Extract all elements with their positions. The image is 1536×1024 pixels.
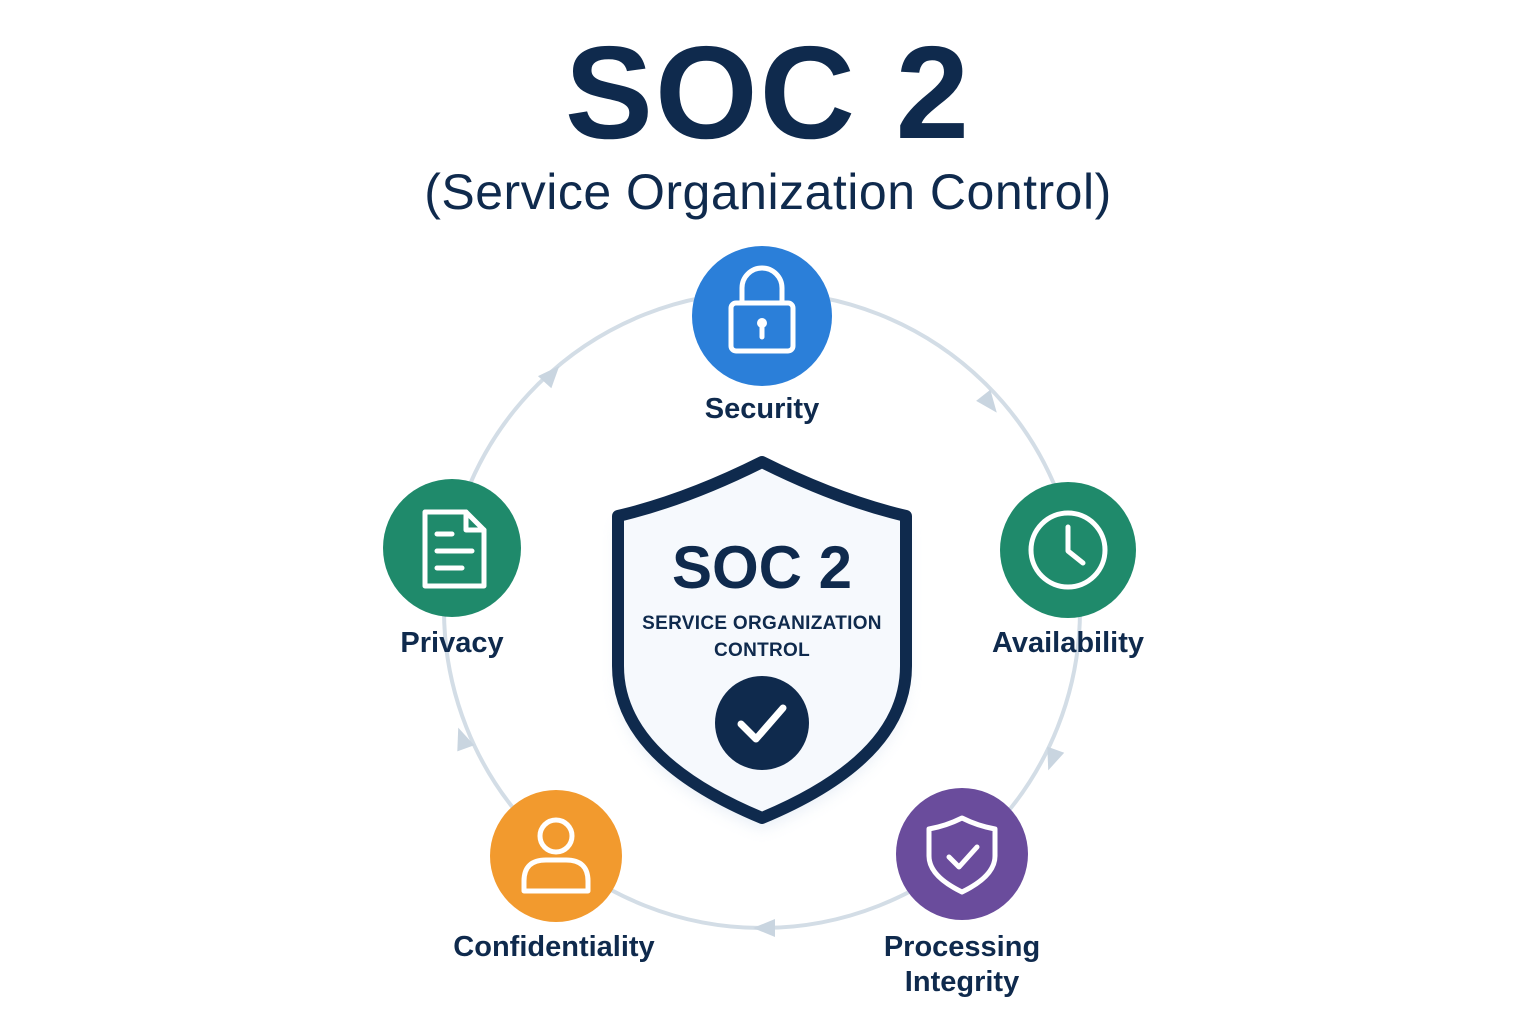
security-label: Security bbox=[705, 393, 819, 425]
processing-integrity-label-line2: Integrity bbox=[905, 966, 1019, 998]
page-title: SOC 2 bbox=[564, 19, 972, 166]
cycle-arrow-icon bbox=[457, 727, 475, 752]
confidentiality-circle bbox=[490, 790, 622, 922]
shield-subtitle-line2: CONTROL bbox=[714, 640, 810, 661]
confidentiality-label: Confidentiality bbox=[453, 931, 654, 963]
cycle-arrow-icon bbox=[976, 389, 997, 413]
availability-label: Availability bbox=[992, 627, 1144, 659]
privacy-circle bbox=[383, 479, 521, 617]
principle-security: Security bbox=[692, 246, 832, 425]
security-circle bbox=[692, 246, 832, 386]
shield-title: SOC 2 bbox=[672, 534, 852, 601]
principle-privacy: Privacy bbox=[383, 479, 521, 659]
cycle-arrow-icon bbox=[537, 365, 560, 389]
lock-icon bbox=[728, 265, 796, 354]
privacy-label: Privacy bbox=[400, 627, 503, 659]
principle-processing-integrity: Processing Integrity bbox=[884, 788, 1040, 998]
page-subtitle: (Service Organization Control) bbox=[424, 164, 1112, 220]
processing-integrity-circle bbox=[896, 788, 1028, 920]
principle-confidentiality: Confidentiality bbox=[453, 790, 655, 963]
processing-integrity-label-line1: Processing bbox=[884, 931, 1040, 963]
cycle-arrow-icon bbox=[1047, 746, 1065, 771]
central-shield: SOC 2 SERVICE ORGANIZATION CONTROL bbox=[612, 456, 912, 828]
user-icon bbox=[521, 817, 591, 894]
check-circle-icon bbox=[715, 676, 809, 770]
clock-icon bbox=[1028, 510, 1108, 590]
cycle-arrow-icon bbox=[753, 919, 775, 937]
principle-availability: Availability bbox=[992, 482, 1144, 659]
document-icon bbox=[422, 509, 487, 589]
cycle-arrows bbox=[457, 365, 1065, 937]
shield-check-icon bbox=[926, 815, 998, 895]
shield-subtitle-line1: SERVICE ORGANIZATION bbox=[642, 613, 882, 634]
